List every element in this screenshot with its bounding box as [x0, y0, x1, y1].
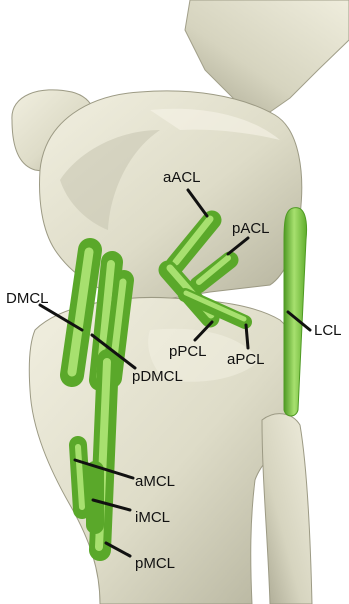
leader-aPCL	[246, 325, 248, 348]
label-pMCL: pMCL	[135, 556, 175, 571]
label-aACL: aACL	[163, 170, 201, 185]
label-pPCL: pPCL	[169, 344, 207, 359]
label-LCL: LCL	[314, 323, 342, 338]
label-pDMCL: pDMCL	[132, 369, 183, 384]
label-aMCL: aMCL	[135, 474, 175, 489]
label-DMCL: DMCL	[6, 291, 49, 306]
label-iMCL: iMCL	[135, 510, 170, 525]
fibula	[262, 414, 312, 604]
label-pACL: pACL	[232, 221, 270, 236]
label-aPCL: aPCL	[227, 352, 265, 367]
